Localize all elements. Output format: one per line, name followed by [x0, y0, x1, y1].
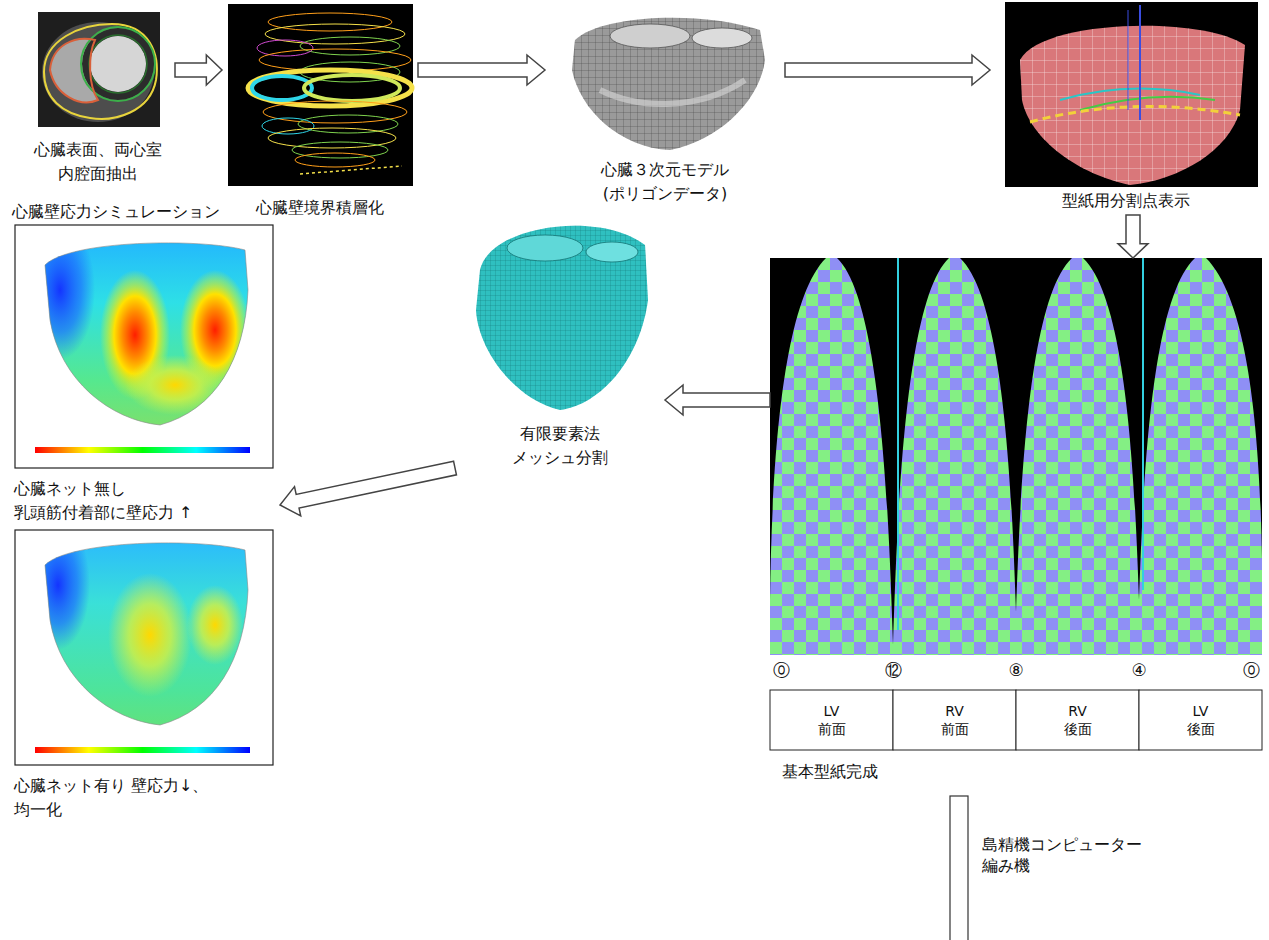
knit-pattern [770, 258, 1262, 655]
axis-line [1139, 5, 1141, 120]
mesh-step: 有限要素法 メッシュ分割 [455, 212, 665, 480]
heart-surface [1020, 26, 1245, 185]
callout-number: ⓪ [773, 659, 790, 681]
table-cell: RV 後面 [1056, 702, 1100, 738]
rv-contour [50, 39, 98, 103]
image-background [1005, 2, 1258, 187]
epicardial-contour [44, 24, 157, 119]
polygon-heart [572, 18, 765, 150]
stress-map [108, 573, 192, 697]
pattern-gap [1083, 258, 1195, 600]
callout-number: ⑧ [1008, 659, 1023, 681]
callout-number: ⑫ [885, 659, 902, 681]
callout-number: ④ [1131, 659, 1146, 681]
fem-mesh [476, 226, 648, 410]
contour [257, 40, 313, 56]
image-step: 心臓３次元モデル (ポリゴンデータ) [545, 8, 785, 210]
axis-line [1128, 10, 1129, 110]
image-step: 心臓表面、両心室 内腔面抽出 [20, 8, 175, 188]
lv-outer-contour [81, 27, 155, 101]
table-cell: LV 後面 [1179, 702, 1223, 738]
stress-simulation [15, 520, 273, 765]
knitting-arrow [950, 796, 968, 940]
flow-arrow [665, 385, 770, 415]
stress-map [25, 220, 95, 360]
flow-arrow [785, 55, 990, 85]
table-cell: LV 前面 [810, 702, 854, 738]
heart-outline [45, 543, 248, 725]
shading [600, 80, 745, 104]
contour [295, 153, 375, 167]
division-points-image [1005, 2, 1258, 187]
simulation-panel: 心臓壁応力シミュレーション心臓ネット無し 乳頭筋付着部に壁応力 ↑ [8, 200, 280, 527]
contour [263, 101, 407, 123]
mesh-opening [586, 242, 638, 262]
rv-opening [692, 28, 752, 48]
lv-inner-contour [89, 35, 147, 93]
mesh-surface [476, 226, 648, 410]
flow-arrow [1118, 215, 1148, 258]
pattern-step: 基本型紙完成 [770, 258, 1262, 788]
bold-contour [304, 75, 400, 101]
contour [300, 37, 400, 55]
table-cell: RV 前面 [933, 702, 977, 738]
flow-arrow [280, 461, 456, 516]
step-caption: 基本型紙完成 [782, 760, 878, 784]
mri-background [38, 12, 160, 127]
grid [1020, 26, 1245, 185]
table-cell-border [770, 690, 893, 750]
dotted-line [300, 166, 402, 174]
panel-caption: 心臓ネット有り 壁応力↓、均一化 [14, 774, 224, 822]
panel-heading: 心臓壁応力シミュレーション [12, 200, 220, 224]
pattern-gap [960, 258, 1072, 612]
step-caption: 心臓壁境界積層化 [256, 196, 384, 220]
step-caption: 型紙用分割点表示 [1062, 189, 1190, 213]
mri-tissue [42, 22, 154, 122]
image-step: 心臓壁境界積層化 [222, 2, 418, 224]
heart-outline [45, 243, 248, 425]
contour [268, 13, 392, 31]
dashed-division-line [1030, 106, 1240, 122]
heart-surface [572, 18, 765, 150]
lv-cavity [90, 36, 146, 92]
flow-arrow [175, 55, 222, 85]
mesh-grid [476, 226, 648, 410]
color-bar [35, 747, 250, 753]
simulation-panel: 心臓ネット有り 壁応力↓、均一化 [8, 528, 280, 824]
contour [265, 24, 405, 44]
flow-arrow [418, 55, 545, 85]
stress-simulation [15, 220, 273, 468]
image-step: 型紙用分割点表示 [990, 0, 1262, 215]
step-caption: 心臓３次元モデル (ポリゴンデータ) [590, 158, 740, 206]
mesh-opening [507, 235, 583, 261]
stress-map [125, 355, 225, 415]
step-caption: 有限要素法 メッシュ分割 [505, 422, 615, 470]
stress-map [187, 585, 243, 665]
pattern-gap [837, 258, 949, 645]
pattern-image [770, 258, 1262, 940]
table-cell-border [1139, 690, 1262, 750]
color-bar [35, 447, 250, 453]
callout-number: ⓪ [1243, 659, 1260, 681]
panel-caption: 心臓ネット無し 乳頭筋付着部に壁応力 ↑ [14, 477, 224, 525]
step-caption: 心臓表面、両心室 内腔面抽出 [23, 138, 173, 186]
stack-background [228, 4, 413, 186]
guide-line [1142, 258, 1144, 590]
lv-opening [610, 24, 690, 48]
table-cell-border [1016, 690, 1139, 750]
polygon-mesh [572, 18, 765, 150]
mri-image [38, 12, 160, 127]
machine-note: 島精機コンピューター 編み機 [982, 834, 1172, 876]
contour [262, 118, 314, 134]
pattern-gap [1206, 258, 1262, 560]
contour-stack [228, 4, 413, 186]
division-line [1060, 89, 1200, 100]
guide-line [897, 258, 899, 630]
pattern-gap [770, 258, 826, 600]
table-cell-border [893, 690, 1016, 750]
stress-map [26, 520, 90, 650]
